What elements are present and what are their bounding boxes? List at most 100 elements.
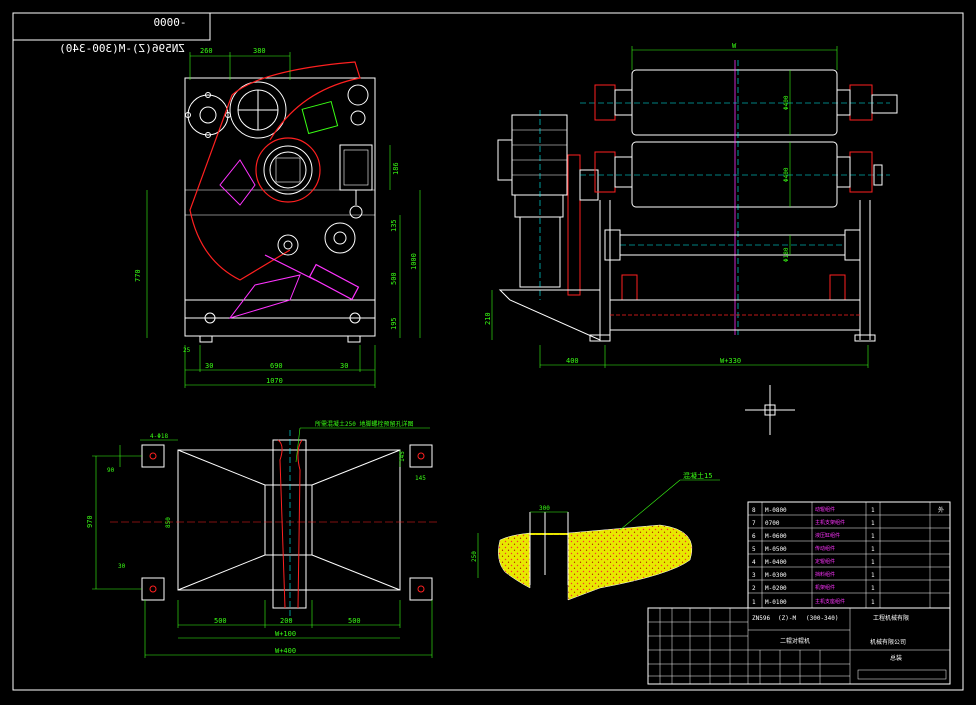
svg-text:传动组件: 传动组件 <box>815 545 835 552</box>
dim-front-1000: 1000 <box>410 253 418 270</box>
dim-side-d3: Φ180 <box>783 247 790 262</box>
svg-text:1: 1 <box>871 533 875 540</box>
parts-row: 1 M-0100 主机支座组件 1 <box>752 598 875 606</box>
svg-text:M-0100: M-0100 <box>765 599 787 606</box>
dim-front-25: 25 <box>183 347 191 354</box>
dim-plan-145b: 145 <box>415 475 426 482</box>
parts-row: 6 M-0600 液压缸组件 1 <box>752 532 875 540</box>
svg-text:1: 1 <box>871 559 875 566</box>
svg-text:主机支架组件: 主机支架组件 <box>815 519 845 526</box>
svg-text:M-0200: M-0200 <box>765 585 787 592</box>
dim-front-30b: 30 <box>340 362 348 370</box>
svg-text:M-0400: M-0400 <box>765 559 787 566</box>
front-main-roller <box>255 137 321 203</box>
dim-plan-970: 970 <box>86 515 94 528</box>
plan-view: 所需混凝土250 地脚螺栓预留孔详图 4-Φ18 90 970 30 850 1… <box>86 420 440 658</box>
cursor-crosshair <box>745 385 795 435</box>
drawing-code: 0000- <box>153 16 186 29</box>
side-view: W Φ400 Φ400 Φ180 210 400 W+330 <box>484 42 898 368</box>
dim-plan-145a: 145 <box>399 451 406 462</box>
dim-side-400: 400 <box>566 357 579 365</box>
title-model-range: (300-340) <box>806 615 839 622</box>
dim-front-500: 500 <box>390 272 398 285</box>
front-bearing-left <box>187 94 229 136</box>
title-model-pre: (Z)-M <box>778 615 796 622</box>
drawing-border <box>12 12 964 691</box>
dim-plan-w100: W+100 <box>275 630 296 638</box>
svg-text:M-0300: M-0300 <box>765 572 787 579</box>
svg-text:1: 1 <box>871 520 875 527</box>
svg-text:1: 1 <box>871 585 875 592</box>
dim-front-top-1: 260 <box>200 47 213 55</box>
dim-plan-200: 200 <box>280 617 293 625</box>
svg-text:1: 1 <box>871 599 875 606</box>
dim-front-30a: 30 <box>205 362 213 370</box>
dim-side-210: 210 <box>484 312 492 325</box>
svg-text:定辊组件: 定辊组件 <box>815 558 835 565</box>
dim-front-186: 186 <box>392 162 400 175</box>
dim-front-1070: 1070 <box>266 377 283 385</box>
svg-text:液压缸组件: 液压缸组件 <box>815 532 840 539</box>
svg-text:挡料组件: 挡料组件 <box>815 571 835 578</box>
detail-note: 混凝土15 <box>683 471 712 480</box>
dim-front-195: 195 <box>390 317 398 330</box>
dim-front-690: 690 <box>270 362 283 370</box>
svg-text:5: 5 <box>752 546 756 553</box>
dim-plan-500a: 500 <box>214 617 227 625</box>
parts-row: 5 M-0500 传动组件 1 <box>752 545 875 553</box>
svg-text:1: 1 <box>871 507 875 514</box>
plan-note: 所需混凝土250 地脚螺栓预留孔详图 <box>315 420 413 428</box>
svg-text:1: 1 <box>752 599 756 606</box>
parts-row: 8 M-0800 动辊组件 1 外 <box>752 506 944 514</box>
svg-text:0700: 0700 <box>765 520 780 527</box>
dim-plan-500b: 500 <box>348 617 361 625</box>
dim-plan-90: 90 <box>107 467 115 474</box>
svg-text:动辊组件: 动辊组件 <box>815 506 835 513</box>
svg-text:主机支座组件: 主机支座组件 <box>815 598 845 605</box>
parts-row: 3 M-0300 挡料组件 1 <box>752 571 875 579</box>
dim-detail-300: 300 <box>539 505 550 512</box>
foundation-detail: 300 250 混凝土15 <box>471 471 720 601</box>
svg-text:机架组件: 机架组件 <box>815 584 835 591</box>
front-cylinder <box>339 144 373 191</box>
title-machine-name: 二辊对辊机 <box>780 637 810 645</box>
parts-row: 7 0700 主机支架组件 1 <box>752 519 875 527</box>
side-lower-roller <box>631 141 838 208</box>
svg-text:M-0500: M-0500 <box>765 546 787 553</box>
svg-text:7: 7 <box>752 520 756 527</box>
svg-text:1: 1 <box>871 572 875 579</box>
title-company-2: 机械有限公司 <box>870 638 906 646</box>
dim-detail-250: 250 <box>471 551 478 562</box>
dim-plan-w400: W+400 <box>275 647 296 655</box>
dim-front-135: 135 <box>390 219 398 232</box>
dim-side-d1: Φ400 <box>783 95 790 110</box>
front-view: 260 380 770 1000 135 500 195 186 25 30 6… <box>134 47 421 388</box>
dim-front-top-2: 380 <box>253 47 266 55</box>
front-pulley <box>229 81 287 139</box>
svg-text:3: 3 <box>752 572 756 579</box>
svg-text:6: 6 <box>752 533 756 540</box>
parts-row: 4 M-0400 定辊组件 1 <box>752 558 875 566</box>
svg-text:4: 4 <box>752 559 756 566</box>
svg-text:M-0800: M-0800 <box>765 507 787 514</box>
title-drawing-no: ZN596 <box>752 615 770 622</box>
dim-side-w330: W+330 <box>720 357 741 365</box>
code-block: 0000- ZN596(Z)-M(300-340) <box>13 13 211 55</box>
svg-text:外: 外 <box>938 506 944 514</box>
side-upper-roller <box>631 69 838 136</box>
parts-table: 8 M-0800 动辊组件 1 外 7 0700 主机支架组件 1 6 M-06… <box>747 501 951 609</box>
parts-row: 2 M-0200 机架组件 1 <box>752 584 875 592</box>
dim-front-770: 770 <box>134 269 142 282</box>
drawing-model-mirrored: ZN596(Z)-M(300-340) <box>59 42 185 55</box>
svg-text:1: 1 <box>871 546 875 553</box>
dim-plan-850: 850 <box>165 517 172 528</box>
title-block: ZN596 (Z)-M (300-340) 二辊对辊机 工程机械有限 机械有限公… <box>647 607 951 685</box>
svg-text:2: 2 <box>752 585 756 592</box>
side-motor <box>511 114 568 196</box>
dim-side-w: W <box>732 42 737 50</box>
dim-plan-holes: 4-Φ18 <box>150 433 168 440</box>
svg-text:M-0600: M-0600 <box>765 533 787 540</box>
svg-text:8: 8 <box>752 507 756 514</box>
dim-plan-30: 30 <box>118 563 126 570</box>
